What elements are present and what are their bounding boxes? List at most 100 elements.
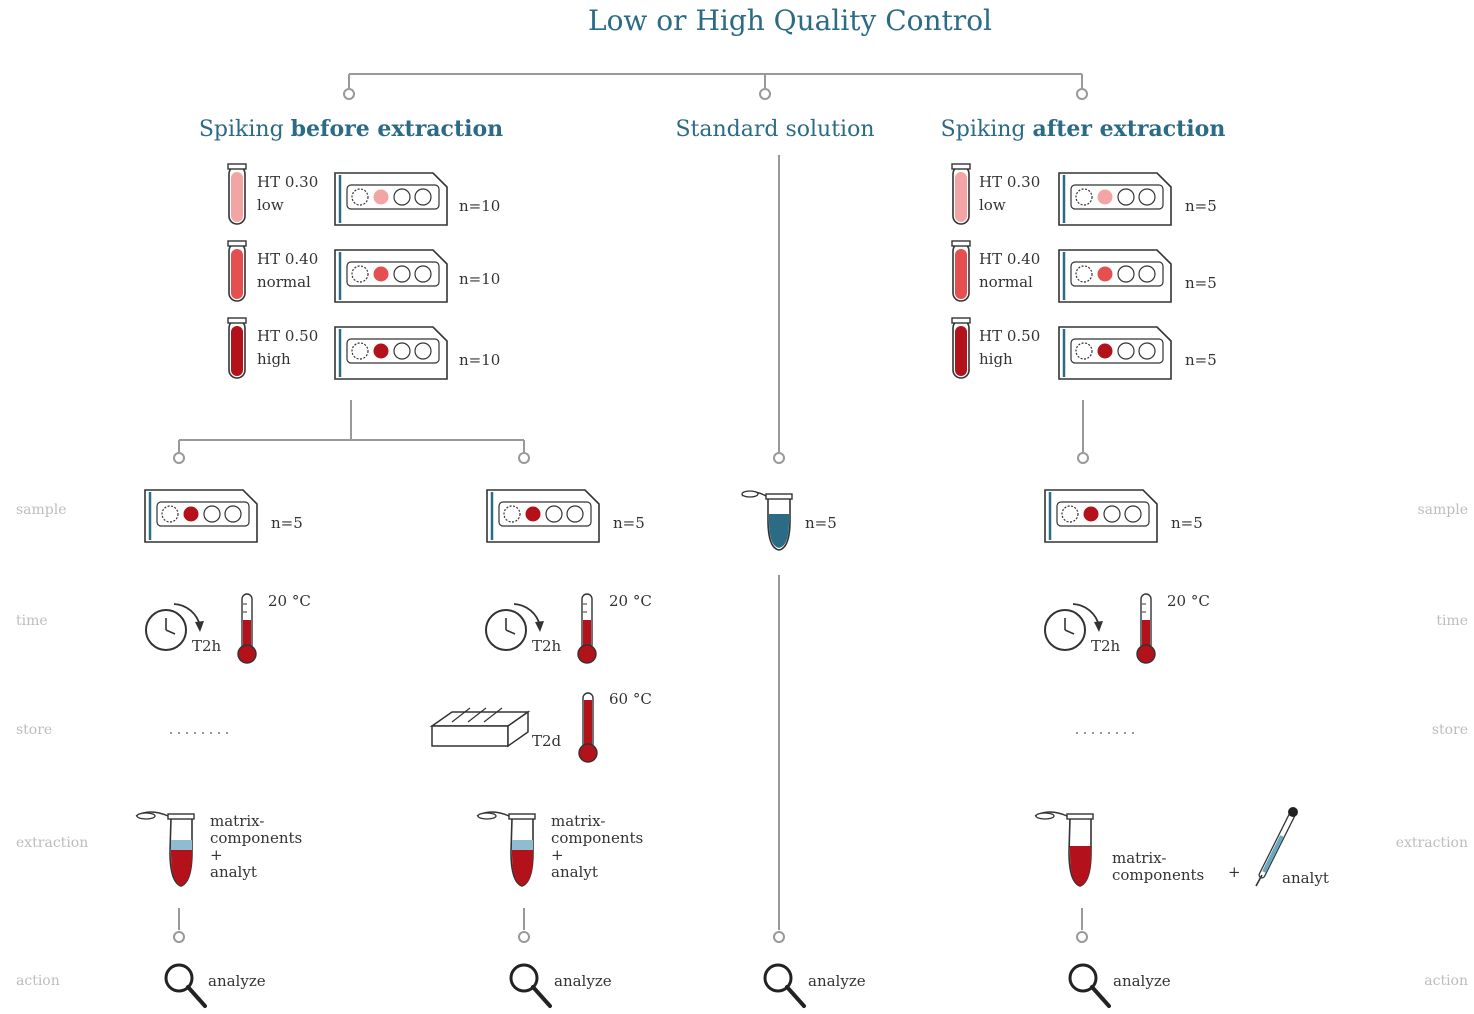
blood-tube-high [227, 317, 247, 379]
time-row: T2h 20 °C T2h 20 °C T2h 20 °C [145, 592, 1210, 664]
plus-label: + [210, 846, 223, 864]
thermometer-icon [578, 692, 598, 763]
temperature-label: 20 °C [1167, 592, 1210, 610]
thermometer-icon [237, 593, 257, 664]
ht-level-label: low [257, 196, 284, 214]
blood-tube-normal [227, 240, 247, 302]
extraction-row: matrix- components + analyt matrix- comp… [135, 807, 1329, 887]
branch-heading-before: Spiking before extraction [199, 116, 503, 142]
card-count: n=10 [459, 351, 500, 369]
ht-value-label: HT 0.30 [257, 173, 318, 191]
components-label: components [551, 829, 643, 847]
ht-value-label: HT 0.40 [979, 250, 1040, 268]
pipette-icon [1255, 807, 1298, 887]
row-label-store: store [1432, 722, 1468, 738]
temperature-label: 20 °C [268, 592, 311, 610]
sample-count: n=5 [1171, 514, 1203, 532]
analyt-label: analyt [1282, 869, 1329, 887]
row-label-action: action [16, 973, 60, 989]
row-labels-left: sample time store extraction action [16, 502, 88, 989]
analyze-label: analyze [208, 972, 266, 990]
storage-box-icon [429, 707, 531, 748]
blood-tube-normal [951, 240, 971, 302]
row-label-action: action [1424, 973, 1468, 989]
row-label-time: time [1436, 613, 1468, 629]
time-duration: T2h [192, 637, 222, 655]
temperature-label: 20 °C [609, 592, 652, 610]
dbs-card-sample [485, 488, 601, 544]
dbs-card-sample [1043, 488, 1159, 544]
magnifier-icon [509, 963, 552, 1008]
analyze-label: analyze [554, 972, 612, 990]
magnifier-icon [164, 963, 207, 1008]
analyze-label: analyze [1113, 972, 1171, 990]
sample-count: n=5 [805, 514, 837, 532]
time-duration: T2h [1091, 637, 1121, 655]
card-count: n=5 [1185, 274, 1217, 292]
extraction-tube-icon [135, 811, 195, 887]
magnifier-icon [763, 963, 806, 1008]
action-row: analyze analyze analyze analyze [164, 963, 1171, 1008]
blood-tube-low [951, 163, 971, 225]
ht-value-label: HT 0.30 [979, 173, 1040, 191]
top-connector [343, 73, 1088, 100]
ht-level-label: high [257, 350, 291, 368]
row-labels-right: sample time store extraction action [1396, 502, 1468, 989]
row-label-extraction: extraction [16, 835, 88, 851]
row-label-time: time [16, 613, 48, 629]
sample-row: n=5 n=5 n=5 n=5 [143, 488, 1203, 551]
blood-tube-low [227, 163, 247, 225]
ht-value-label: HT 0.50 [979, 327, 1040, 345]
after-hematocrit-group: HT 0.30 low n=5 HT 0.40 normal n=5 HT 0.… [951, 163, 1217, 381]
dbs-card-normal [333, 248, 449, 304]
ht-level-label: normal [257, 273, 311, 291]
row-label-extraction: extraction [1396, 835, 1468, 851]
card-count: n=10 [459, 270, 500, 288]
store-duration: T2d [532, 732, 562, 750]
ht-value-label: HT 0.40 [257, 250, 318, 268]
card-count: n=5 [1185, 351, 1217, 369]
row-label-sample: sample [1417, 502, 1468, 518]
standard-solution-vial-icon [741, 490, 793, 551]
blood-tube-high [951, 317, 971, 379]
dbs-card-low [1057, 171, 1173, 227]
dbs-card-sample [143, 488, 259, 544]
branch-heading-after: Spiking after extraction [941, 116, 1226, 142]
store-row: T2d 60 °C [170, 690, 1136, 763]
time-duration: T2h [532, 637, 562, 655]
ht-level-label: high [979, 350, 1013, 368]
plus-label: + [551, 846, 564, 864]
dbs-card-normal [1057, 248, 1173, 304]
analyze-label: analyze [808, 972, 866, 990]
matrix-label: matrix- [1112, 849, 1166, 867]
extraction-tube-icon [1034, 811, 1094, 887]
extraction-tube-icon [476, 811, 536, 887]
sample-count: n=5 [613, 514, 645, 532]
sample-count: n=5 [271, 514, 303, 532]
temperature-label: 60 °C [609, 690, 652, 708]
analyt-label: analyt [551, 863, 598, 881]
magnifier-icon [1068, 963, 1111, 1008]
components-label: components [210, 829, 302, 847]
branch-heading-standard: Standard solution [675, 117, 874, 142]
ht-level-label: normal [979, 273, 1033, 291]
row-label-sample: sample [16, 502, 67, 518]
before-hematocrit-group: HT 0.30 low n=10 HT 0.40 normal n=10 HT … [227, 163, 500, 381]
thermometer-icon [577, 593, 597, 664]
matrix-label: matrix- [210, 812, 264, 830]
diagram-title: Low or High Quality Control [588, 4, 992, 37]
thermometer-icon [1136, 593, 1156, 664]
components-label: components [1112, 866, 1204, 884]
card-count: n=10 [459, 197, 500, 215]
dbs-card-low [333, 171, 449, 227]
dbs-card-high [333, 325, 449, 381]
dbs-card-high [1057, 325, 1173, 381]
analyt-label: analyt [210, 863, 257, 881]
branch-connectors [173, 155, 1089, 943]
card-count: n=5 [1185, 197, 1217, 215]
ht-value-label: HT 0.50 [257, 327, 318, 345]
row-label-store: store [16, 722, 52, 738]
matrix-label: matrix- [551, 812, 605, 830]
ht-level-label: low [979, 196, 1006, 214]
